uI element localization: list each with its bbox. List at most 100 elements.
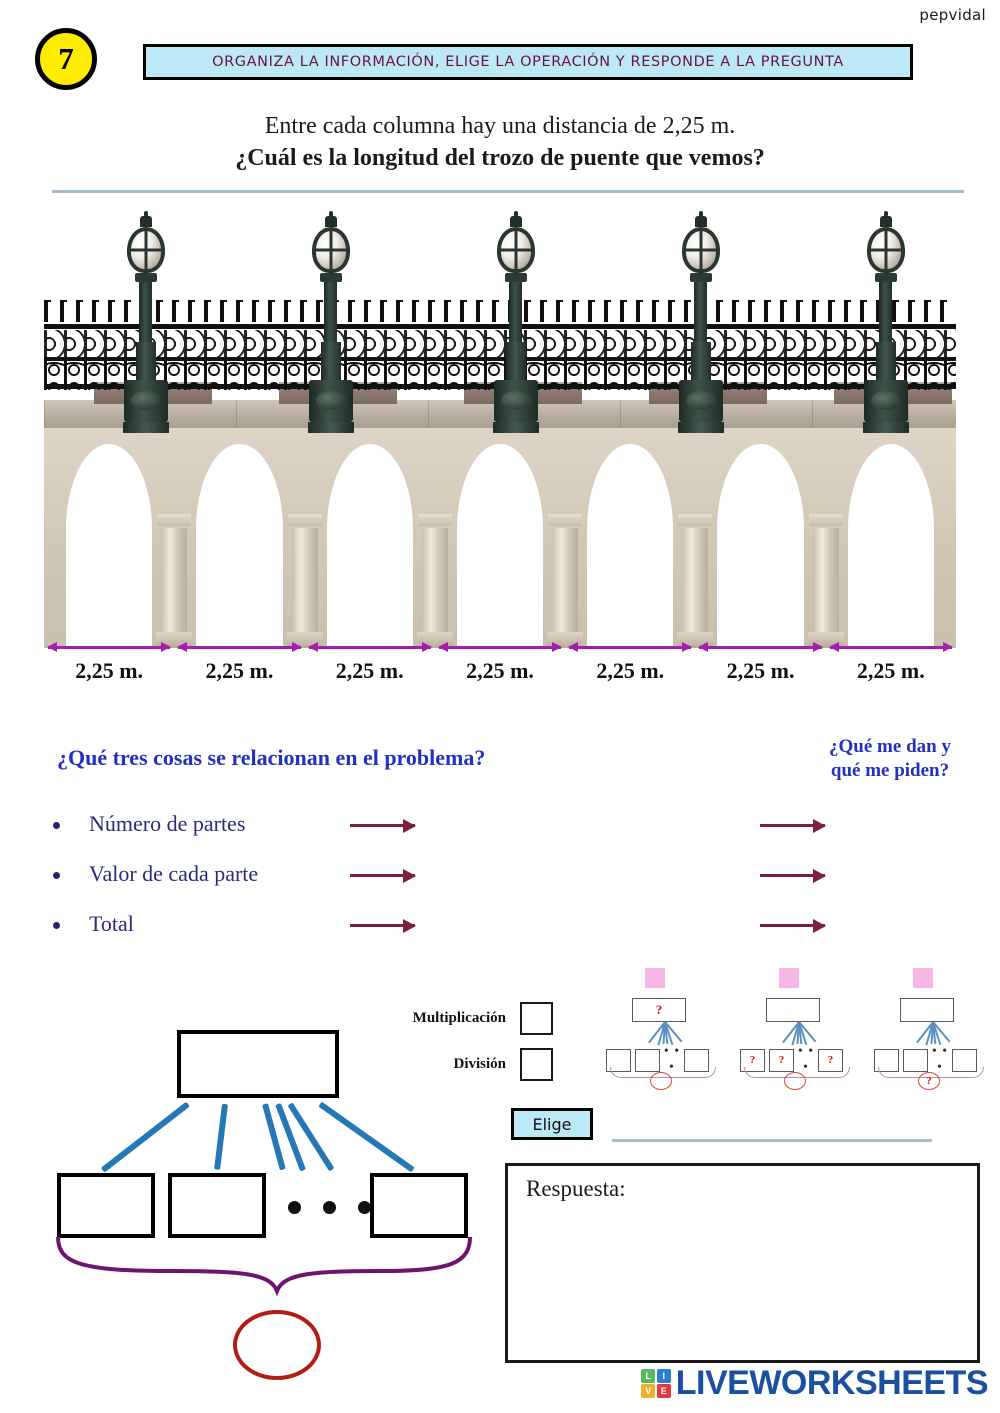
- lamp-post: [879, 282, 893, 342]
- lamp-plinth: [862, 422, 909, 433]
- diagram-part-box[interactable]: [57, 1173, 155, 1238]
- relation-label-2: Total: [89, 911, 134, 936]
- given-asked-question: ¿Qué me dan y qué me piden?: [795, 735, 985, 783]
- diagram-result-circle[interactable]: [233, 1310, 321, 1380]
- measure-arrow: [177, 642, 302, 652]
- relations-list: Número de partes Valor de cada parte Tot…: [45, 805, 985, 955]
- measure-label: 2,25 m.: [335, 658, 404, 683]
- checkbox-division[interactable]: [520, 1047, 553, 1081]
- lamp-globe: [496, 227, 535, 273]
- arrow-right-icon: [760, 868, 826, 883]
- mini-diagram-1[interactable]: ? • • •: [604, 968, 724, 1090]
- lamp-globe: [311, 227, 350, 273]
- bullet-dot-icon: [53, 922, 60, 929]
- lamp-globe: [126, 227, 165, 273]
- lamp-post: [139, 282, 153, 342]
- measure-label: 2,25 m.: [466, 658, 534, 683]
- measure-label-row: 2,25 m.2,25 m.2,25 m.2,25 m.2,25 m.2,25 …: [44, 658, 956, 684]
- top-divider: [52, 190, 964, 193]
- bridge-column: [421, 528, 448, 648]
- diagram-connector-line: [101, 1101, 190, 1173]
- operation-option-multiplicacion[interactable]: Multiplicación: [410, 995, 553, 1041]
- arrow-right-icon: [350, 918, 416, 933]
- answer-box[interactable]: Respuesta:: [505, 1163, 980, 1363]
- lamp-post-lower: [690, 342, 711, 380]
- measure-arrow: [568, 642, 693, 652]
- mini-top-box[interactable]: [766, 998, 820, 1022]
- logo-letter-e: E: [656, 1384, 671, 1399]
- given-asked-line-1: ¿Qué me dan y: [829, 736, 951, 757]
- mini-ellipsis: • • •: [663, 1044, 681, 1075]
- mini-leaf-row: • • •: [606, 1044, 722, 1076]
- mini-leaf-box[interactable]: ?: [769, 1048, 794, 1072]
- diagram-ellipsis: [288, 1201, 371, 1214]
- bridge-arch: [847, 444, 934, 648]
- problem-line-1: Entre cada columna hay una distancia de …: [264, 113, 736, 139]
- mini-diagram-3[interactable]: • • • ?: [872, 968, 992, 1090]
- operation-label-0: Multiplicación: [412, 1009, 506, 1026]
- railing-bar: [44, 357, 956, 361]
- bridge-lamp: [122, 216, 169, 433]
- diagram-part-box[interactable]: [168, 1173, 266, 1238]
- mini-total-circle[interactable]: ?: [918, 1072, 940, 1090]
- bridge-column: [552, 528, 579, 648]
- mini-ellipsis: • • •: [797, 1044, 815, 1075]
- operation-option-division[interactable]: División: [410, 1041, 553, 1087]
- mini-leaf-row: • • •: [874, 1044, 990, 1076]
- bridge-column-capital: [417, 514, 452, 526]
- lamp-collar: [134, 273, 157, 282]
- logo-letter-v: V: [641, 1384, 656, 1399]
- bridge-arch: [66, 444, 153, 648]
- measure-arrow: [828, 642, 954, 652]
- part-whole-diagram: [20, 1015, 490, 1380]
- mini-ray-group: [604, 1021, 724, 1046]
- lamp-globe: [681, 227, 720, 273]
- bridge-lamp: [307, 216, 354, 433]
- lamp-post: [694, 282, 708, 342]
- bridge-column-capital: [287, 514, 322, 526]
- mini-total-circle[interactable]: [650, 1072, 672, 1090]
- bullet-dot-icon: [53, 872, 60, 879]
- lamp-collar: [319, 273, 342, 282]
- bridge-column: [812, 528, 839, 648]
- measure-label: 2,25 m.: [726, 658, 795, 683]
- mini-leaf-box[interactable]: [952, 1048, 977, 1072]
- mini-leaf-box[interactable]: [635, 1048, 660, 1072]
- checkbox-multiplicacion[interactable]: [520, 1001, 553, 1035]
- lamp-collar: [689, 273, 712, 282]
- lamp-plinth: [677, 422, 724, 433]
- diagram-total-box[interactable]: [177, 1030, 339, 1098]
- logo-letter-i: I: [656, 1368, 671, 1383]
- railing-bar: [44, 324, 956, 329]
- bridge-arch: [196, 444, 283, 648]
- instruction-banner: ORGANIZA LA INFORMACIÓN, ELIGE LA OPERAC…: [143, 44, 913, 80]
- diagram-part-box[interactable]: [370, 1173, 468, 1238]
- lamp-base: [863, 380, 908, 422]
- lamp-collar: [504, 273, 527, 282]
- measure-arrow: [437, 642, 563, 652]
- mini-top-box[interactable]: ?: [632, 998, 686, 1022]
- mini-ellipsis: • • •: [931, 1044, 949, 1075]
- lamp-finial: [509, 216, 522, 227]
- measure-arrow: [46, 642, 172, 652]
- railing-spikes: [44, 300, 956, 322]
- measure-label: 2,25 m.: [75, 658, 144, 683]
- mini-top-box[interactable]: [900, 998, 954, 1022]
- given-asked-line-2: qué me piden?: [830, 760, 950, 781]
- bridge-illustration: [44, 200, 956, 648]
- list-item: Valor de cada parte: [45, 855, 985, 905]
- bridge-arch: [587, 444, 674, 648]
- lamp-post-lower: [875, 342, 896, 380]
- mini-diagram-2[interactable]: ??• • •?: [738, 968, 858, 1090]
- mini-total-circle[interactable]: [784, 1072, 806, 1090]
- bridge-column-capital: [808, 514, 843, 526]
- bridge-column-capital: [548, 514, 583, 526]
- measure-arrow: [307, 642, 433, 652]
- mini-leaf-box[interactable]: [684, 1048, 709, 1072]
- lamp-finial: [879, 216, 892, 227]
- bridge-column: [291, 528, 318, 648]
- bridge-column-capital: [678, 514, 713, 526]
- mini-leaf-box[interactable]: ?: [818, 1048, 843, 1072]
- mini-leaf-box[interactable]: [903, 1048, 928, 1072]
- elige-button[interactable]: Elige: [511, 1108, 593, 1140]
